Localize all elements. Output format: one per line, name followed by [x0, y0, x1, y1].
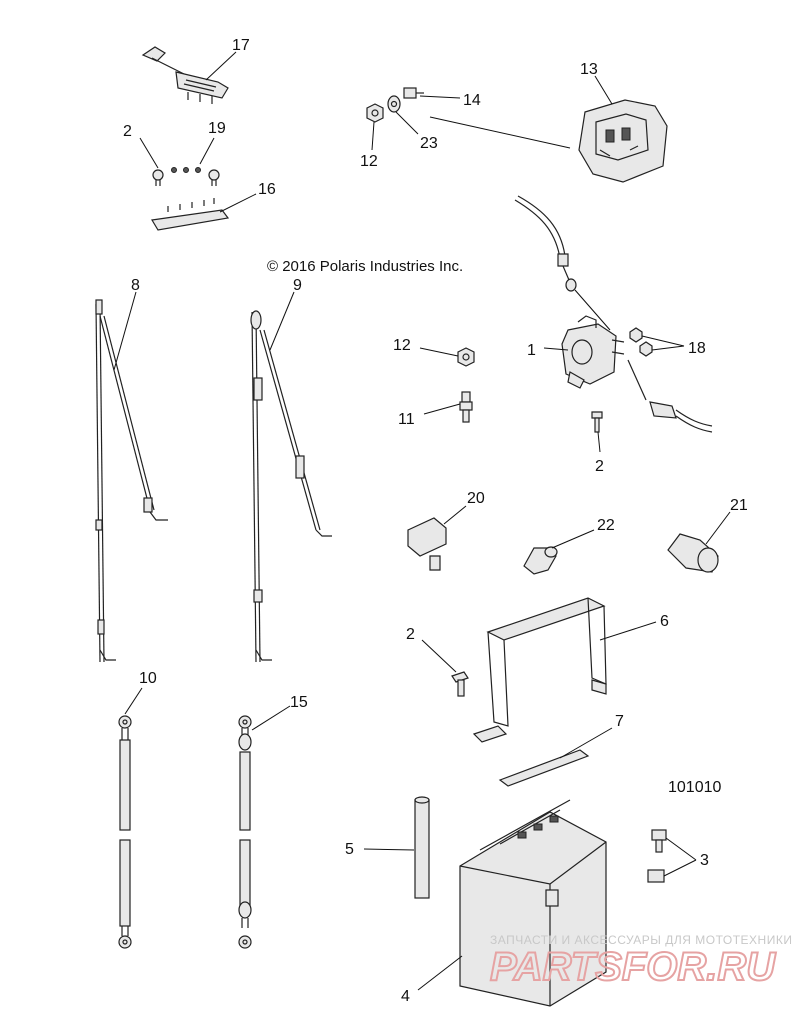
leader-8	[113, 291, 137, 371]
copyright-text: © 2016 Polaris Industries Inc.	[267, 258, 463, 275]
figure-number: 101010	[668, 779, 721, 796]
leader-3	[663, 837, 697, 877]
callout-15: 15	[290, 694, 308, 711]
part-15-cable	[238, 715, 252, 949]
leader-13-line	[429, 116, 571, 149]
callout-9: 9	[293, 277, 302, 294]
callout-14: 14	[463, 92, 481, 109]
leader-10	[124, 687, 143, 715]
part-23-washer	[387, 95, 401, 113]
callout-6: 6	[660, 613, 669, 630]
leader-15	[251, 705, 291, 731]
callout-20: 20	[467, 490, 485, 507]
part-9-cable	[250, 310, 332, 663]
callout-21: 21	[730, 497, 748, 514]
callout-1: 1	[527, 342, 536, 359]
part-2-screw-middle	[591, 411, 603, 433]
part-14-bolt	[403, 87, 424, 99]
cable-right-terminal	[649, 401, 713, 433]
leader-2a	[139, 137, 159, 169]
callout-19: 19	[208, 120, 226, 137]
callout-2c: 2	[406, 626, 415, 643]
part-12-nut-top	[366, 103, 384, 123]
leader-16	[219, 193, 257, 213]
callout-12b: 12	[393, 337, 411, 354]
part-2-screws-top	[152, 167, 220, 186]
leader-13	[594, 75, 613, 105]
callout-22: 22	[597, 517, 615, 534]
callout-16: 16	[258, 181, 276, 198]
callout-7: 7	[615, 713, 624, 730]
part-16-terminal-block	[151, 198, 230, 231]
callout-11: 11	[398, 411, 415, 428]
part-13-fuse-box	[578, 99, 668, 183]
leader-14	[419, 95, 461, 99]
part-21-boot	[667, 533, 719, 573]
callout-17: 17	[232, 37, 250, 54]
part-2-screw-lower	[451, 671, 469, 697]
callout-12a: 12	[360, 153, 378, 170]
leader-9	[269, 291, 295, 351]
leader-17	[205, 51, 237, 81]
leader-22	[551, 529, 595, 549]
leader-12b	[419, 347, 459, 357]
leader-5	[363, 848, 415, 851]
part-18-nuts	[629, 327, 653, 357]
leader-20	[443, 505, 467, 525]
leader-7	[559, 727, 613, 759]
callout-5: 5	[345, 841, 354, 858]
part-5-vent-tube	[414, 796, 430, 899]
part-6-battery-bracket	[472, 597, 607, 743]
part-11-stud	[459, 391, 473, 423]
leader-cable-to-solenoid	[574, 289, 611, 331]
callout-4: 4	[401, 988, 410, 1005]
leader-2c	[421, 639, 457, 673]
callout-2b: 2	[595, 458, 604, 475]
part-7-pad	[498, 749, 590, 787]
part-12-nut-middle	[457, 347, 475, 367]
leader-4	[417, 955, 463, 991]
callout-2a: 2	[123, 123, 132, 140]
leader-18	[641, 335, 685, 351]
leader-1	[543, 347, 569, 351]
leader-2b	[597, 431, 601, 453]
part-20-terminal-cover	[407, 517, 447, 571]
part-1-starter-solenoid	[561, 315, 625, 389]
cable-top	[514, 199, 561, 259]
watermark-tagline: ЗАПЧАСТИ И АКСЕССУАРЫ ДЛЯ МОТОТЕХНИКИ	[490, 933, 792, 947]
part-8-cable	[95, 299, 168, 663]
watermark-brand: PARTSFOR.RU	[490, 945, 776, 989]
part-4-battery	[459, 799, 607, 1007]
leader-12a	[371, 121, 375, 151]
callout-10: 10	[139, 670, 157, 687]
callout-23: 23	[420, 135, 438, 152]
callout-13: 13	[580, 61, 598, 78]
part-3-bolt-nut	[647, 829, 667, 883]
callout-18: 18	[688, 340, 706, 357]
part-17-plug	[141, 46, 229, 104]
callout-3: 3	[700, 852, 709, 869]
part-22-boot	[523, 546, 558, 575]
part-10-cable	[118, 715, 132, 949]
leader-19	[199, 137, 215, 165]
leader-11	[423, 403, 461, 415]
callout-8: 8	[131, 277, 140, 294]
leader-21	[705, 511, 731, 545]
leader-23	[395, 111, 419, 135]
ring-terminal-top	[557, 253, 577, 292]
leader-6	[599, 621, 657, 641]
